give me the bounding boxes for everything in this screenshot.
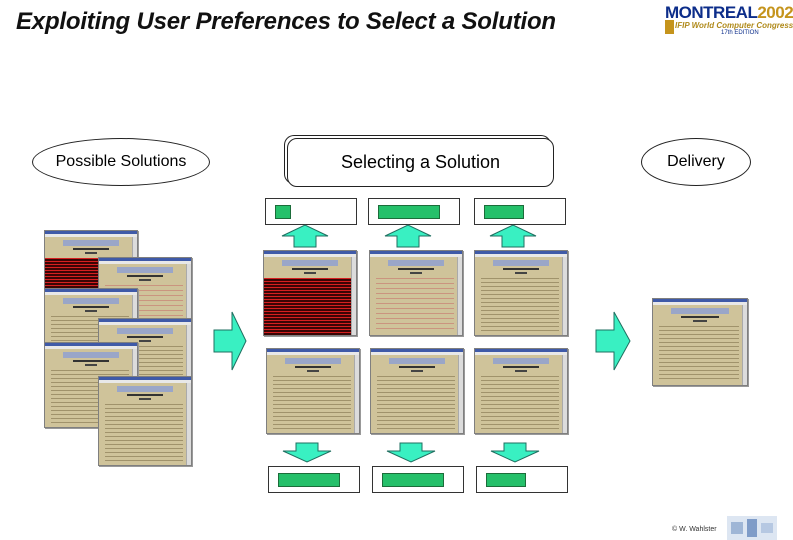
copyright-text: © W. Wahlster (672, 526, 717, 533)
right-arrow-icon (213, 311, 247, 371)
up-arrow-icon (489, 224, 537, 248)
delivery-label: Delivery (641, 138, 751, 186)
candidate-page-thumbnail (263, 250, 357, 336)
down-arrow-icon (282, 442, 332, 463)
bottom-score-box-3 (476, 466, 568, 493)
down-arrow-icon (490, 442, 540, 463)
top-score-bar-3 (484, 205, 524, 219)
candidate-page-thumbnail (474, 250, 568, 336)
logo-year: 2002 (757, 3, 793, 22)
top-score-box-3 (474, 198, 566, 225)
candidate-page-thumbnail (266, 348, 360, 434)
up-arrow-icon (384, 224, 432, 248)
bottom-score-bar-2 (382, 473, 444, 487)
logo-badge-icon (665, 20, 674, 34)
logo-name: MONTREAL (665, 3, 758, 22)
possible-solutions-label: Possible Solutions (32, 138, 210, 186)
delivered-page-thumbnail (652, 298, 748, 386)
logo-subtitle: IFIP World Computer Congress (675, 21, 793, 30)
right-arrow-icon (595, 311, 631, 371)
down-arrow-icon (386, 442, 436, 463)
top-score-box-1 (265, 198, 357, 225)
candidate-page-thumbnail (370, 348, 464, 434)
slide-title: Exploiting User Preferences to Select a … (16, 8, 556, 35)
bottom-score-bar-3 (486, 473, 526, 487)
candidate-page-thumbnail (369, 250, 463, 336)
bottom-score-box-1 (268, 466, 360, 493)
top-score-bar-2 (378, 205, 440, 219)
top-score-bar-1 (275, 205, 291, 219)
up-arrow-icon (281, 224, 329, 248)
montreal-2002-logo: MONTREAL2002 IFIP World Computer Congres… (665, 3, 793, 38)
logo-edition: 17th EDITION (721, 30, 759, 36)
top-score-box-2 (368, 198, 460, 225)
selecting-a-solution-label: Selecting a Solution (287, 138, 554, 187)
bottom-score-box-2 (372, 466, 464, 493)
dfki-logo-icon (727, 516, 777, 540)
candidate-page-thumbnail (474, 348, 568, 434)
bottom-score-bar-1 (278, 473, 340, 487)
solution-page-thumbnail (98, 376, 192, 466)
